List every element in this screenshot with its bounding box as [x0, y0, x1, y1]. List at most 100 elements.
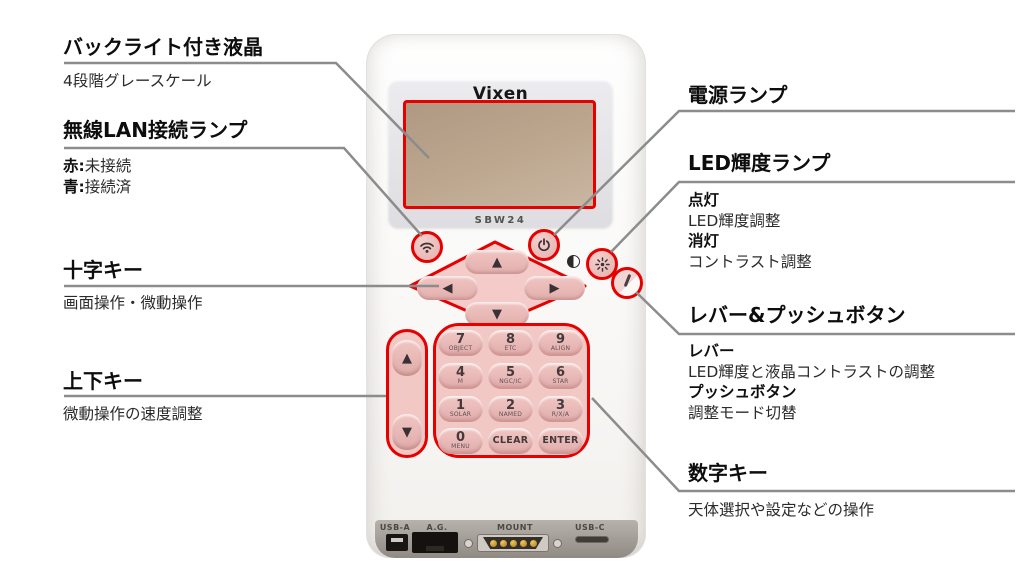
mount-connector	[461, 533, 565, 553]
key-5: 5 NGC/IC	[488, 363, 533, 389]
callout-title-power-lamp: 電源ランプ	[688, 83, 788, 107]
key-number: CLEAR	[492, 435, 529, 446]
lcd-screen	[403, 100, 596, 209]
lever-pin	[623, 273, 632, 288]
pin-icon	[519, 539, 527, 547]
key-4: 4 M	[438, 363, 483, 389]
callout-desc-updown-key: 微動操作の速度調整	[63, 405, 203, 423]
contrast-icon	[567, 255, 580, 268]
key-clear: CLEAR	[488, 428, 533, 454]
key-number: 8	[505, 332, 516, 347]
text-label: 未接続	[84, 157, 132, 175]
key-8: 8 ETC	[488, 330, 533, 356]
pin-icon	[499, 539, 507, 547]
key-sublabel: OBJECT	[448, 345, 473, 352]
key-sublabel: NGC/IC	[499, 378, 522, 385]
key-number: 6	[555, 365, 566, 380]
dpad-right-button: ▶	[524, 276, 585, 300]
dpad-left-button: ◀	[417, 276, 478, 300]
key-number: 7	[455, 332, 466, 347]
key-number: 4	[455, 365, 466, 380]
dpad-down-button: ▼	[465, 302, 529, 326]
key-sublabel: NAMED	[498, 411, 523, 418]
key-0: 0 MENU	[438, 428, 483, 454]
key-sublabel: ETC	[504, 345, 517, 352]
key-9: 9 ALIGN	[538, 330, 583, 356]
autoguider-tab	[426, 546, 444, 551]
key-sublabel: ALIGN	[550, 345, 571, 352]
ag-label: A.G.	[426, 523, 448, 532]
key-6: 6 STAR	[538, 363, 583, 389]
key-number: 0	[455, 430, 466, 445]
speed-up-button: ▲	[392, 340, 422, 376]
bold-label: レバー	[688, 342, 735, 360]
bold-label: 赤:	[63, 157, 85, 175]
key-2: 2 NAMED	[488, 396, 533, 422]
wifi-icon	[420, 242, 434, 253]
bold-label: 点灯	[688, 191, 720, 209]
up-triangle-icon: ▲	[402, 350, 412, 366]
usb-c-port	[575, 536, 609, 543]
callout-title-cross-key: 十字キー	[63, 258, 143, 282]
key-sublabel: R/X/A	[551, 411, 570, 418]
key-sublabel: SOLAR	[449, 411, 472, 418]
key-number: 5	[505, 365, 516, 380]
usb-a-port	[386, 534, 408, 551]
key-number: ENTER	[542, 435, 579, 446]
screw-icon	[464, 538, 473, 548]
dsub-inner	[483, 537, 543, 549]
pin-icon	[509, 539, 517, 547]
pin-icon	[529, 539, 537, 547]
usb-a-label: USB-A	[379, 523, 411, 532]
speed-down-button: ▼	[392, 414, 422, 450]
callout-title-led-lamp: LED輝度ランプ	[688, 151, 831, 175]
key-3: 3 R/X/A	[538, 396, 583, 422]
callout-title-lever: レバー&プッシュボタン	[688, 303, 906, 327]
text-label: 接続済	[84, 177, 132, 196]
dpad-up-button: ▲	[465, 250, 529, 274]
key-7: 7 OBJECT	[438, 330, 483, 356]
lever-pushbutton	[611, 267, 643, 299]
key-number: 1	[455, 398, 466, 413]
callout-line: 青:接続済	[63, 177, 131, 198]
bold-label: 青:	[63, 177, 85, 196]
key-sublabel: STAR	[552, 378, 569, 385]
key-sublabel: M	[457, 378, 464, 385]
autoguider-port	[412, 532, 458, 553]
callout-title-updown-key: 上下キー	[63, 369, 143, 393]
bold-label: プッシュボタン	[688, 383, 797, 401]
mount-label: MOUNT	[497, 523, 533, 532]
usb-a-tab	[391, 538, 403, 542]
left-triangle-icon: ◀	[442, 280, 453, 296]
text-label: コントラスト調整	[688, 252, 812, 271]
down-triangle-icon: ▼	[402, 424, 412, 440]
text-label: LED輝度調整	[688, 211, 781, 230]
callout-line: 赤:未接続	[63, 156, 131, 177]
key-number: 9	[555, 332, 566, 347]
text-label: 調整モード切替	[688, 403, 797, 422]
dsub-connector	[477, 534, 549, 552]
key-sublabel: MENU	[451, 443, 470, 450]
callout-title-number-keys: 数字キー	[688, 461, 768, 485]
bold-label: 消灯	[688, 232, 720, 250]
callout-desc-lever: レバー LED輝度と液晶コントラストの調整 プッシュボタン 調整モード切替	[688, 341, 935, 423]
callout-desc-number-keys: 天体選択や設定などの操作	[688, 501, 875, 519]
brand-logo: Vixen	[472, 84, 529, 104]
led-brightness-icon	[594, 256, 610, 272]
callout-title-backlit-lcd: バックライト付き液晶	[63, 35, 263, 59]
down-triangle-icon: ▼	[492, 306, 502, 322]
usb-c-label: USB-C	[574, 523, 606, 532]
right-triangle-icon: ▶	[549, 280, 560, 296]
key-1: 1 SOLAR	[438, 396, 483, 422]
callout-desc-cross-key: 画面操作・微動操作	[63, 294, 203, 312]
callout-desc-wlan-lamp: 赤:未接続 青:接続済	[63, 156, 131, 197]
key-number: 3	[555, 398, 566, 413]
line-led-lamp	[610, 180, 1015, 253]
up-triangle-icon: ▲	[492, 254, 502, 270]
power-icon	[538, 238, 550, 252]
screw-icon	[553, 538, 562, 548]
key-enter: ENTER	[538, 428, 583, 454]
screen-bezel: Vixen SBW24	[388, 80, 613, 228]
pin-icon	[489, 539, 497, 547]
